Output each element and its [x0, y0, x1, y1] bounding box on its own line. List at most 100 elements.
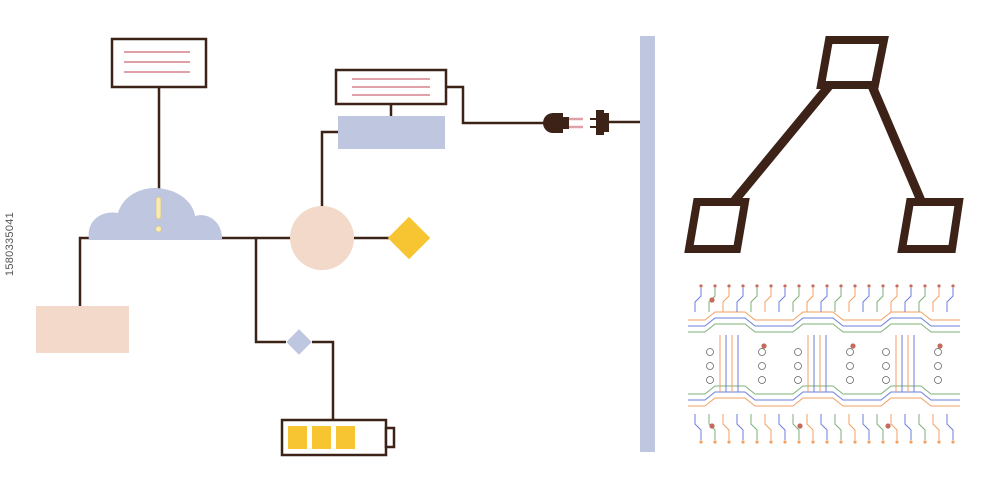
circuit-trace: [932, 288, 940, 312]
circuit-dot: [825, 284, 829, 288]
circuit-trace: [848, 414, 856, 440]
circuit-dot: [727, 440, 731, 444]
circuit-dot: [881, 440, 885, 444]
network-nodes-icon: [684, 36, 964, 253]
yellow-diamond: [387, 216, 431, 260]
circuit-trace: [876, 288, 884, 312]
circuit-dot: [853, 440, 857, 444]
circuit-dot: [839, 284, 843, 288]
circuit-dot: [923, 284, 927, 288]
circuit-trace: [792, 288, 800, 312]
circuit-pad: [706, 348, 714, 356]
circuit-trace: [688, 397, 960, 407]
circuit-trace: [932, 414, 940, 440]
note-card-left: [110, 37, 208, 89]
circuit-board-icon: [688, 284, 960, 444]
circuit-dot: [951, 440, 955, 444]
circuit-pad: [706, 376, 714, 384]
circuit-marker: [797, 423, 803, 429]
circuit-dot: [811, 284, 815, 288]
circuit-marker: [885, 423, 891, 429]
circuit-pad: [882, 348, 890, 356]
small-blue-diamond: [286, 329, 312, 355]
circuit-pad: [794, 348, 802, 356]
circuit-pad: [846, 376, 854, 384]
circle-to-blue-box-line: [320, 130, 338, 207]
circuit-trace: [834, 414, 842, 440]
circuit-trace: [890, 288, 898, 312]
battery-cell: [312, 426, 331, 449]
circuit-trace: [688, 311, 960, 321]
circuit-trace: [750, 288, 758, 312]
circuit-trace: [764, 288, 772, 312]
blue-box-center: [338, 116, 445, 149]
branch-to-battery-line: [254, 238, 286, 344]
circuit-dot: [769, 284, 773, 288]
circuit-trace: [694, 288, 702, 312]
circuit-trace: [736, 288, 744, 312]
circuit-trace: [806, 288, 814, 312]
note-to-plug-line: [446, 85, 553, 125]
circuit-pad: [882, 376, 890, 384]
circuit-trace: [890, 414, 898, 440]
circuit-pad: [794, 362, 802, 370]
battery-cell: [288, 426, 307, 449]
circuit-trace: [722, 414, 730, 440]
circuit-pad: [934, 348, 942, 356]
circuit-pad: [794, 376, 802, 384]
circuit-pad: [758, 348, 766, 356]
circuit-trace: [848, 288, 856, 312]
circuit-trace: [834, 288, 842, 312]
circuit-marker: [709, 423, 715, 429]
circuit-dot: [825, 440, 829, 444]
wall-divider: [640, 36, 655, 452]
circuit-dot: [713, 284, 717, 288]
battery-cell: [336, 426, 355, 449]
circuit-dot: [811, 440, 815, 444]
circuit-dot: [937, 440, 941, 444]
circuit-dot: [797, 284, 801, 288]
circuit-dot: [895, 440, 899, 444]
circuit-pad: [846, 348, 854, 356]
circuit-trace: [750, 414, 758, 440]
cloud-alert-icon: [88, 188, 223, 240]
circuit-trace: [904, 288, 912, 312]
circuit-pad: [934, 376, 942, 384]
circuit-trace: [918, 414, 926, 440]
circuit-trace: [688, 385, 960, 395]
circuit-marker: [761, 343, 767, 349]
small-diamond-to-battery-line: [312, 340, 335, 422]
circuit-dot: [909, 284, 913, 288]
circuit-dot: [937, 284, 941, 288]
circuit-dot: [699, 284, 703, 288]
circuit-trace: [694, 414, 702, 440]
circuit-trace: [778, 288, 786, 312]
circuit-trace: [820, 414, 828, 440]
circuit-dot: [839, 440, 843, 444]
circuit-marker: [850, 343, 856, 349]
circuit-dot: [895, 284, 899, 288]
circuit-trace: [862, 288, 870, 312]
circuit-trace: [946, 288, 954, 312]
circuit-dot: [769, 440, 773, 444]
circuit-marker: [937, 343, 943, 349]
plug-icon: [543, 113, 583, 133]
circuit-trace: [876, 414, 884, 440]
battery-icon: [280, 418, 396, 457]
circuit-trace: [918, 288, 926, 312]
peach-block-left: [36, 306, 129, 353]
circuit-trace: [778, 414, 786, 440]
circuit-dot: [741, 440, 745, 444]
circuit-trace: [806, 414, 814, 440]
circuit-dot: [727, 284, 731, 288]
circuit-dot: [741, 284, 745, 288]
circuit-trace: [820, 288, 828, 312]
socket-icon: [590, 110, 609, 135]
circuit-trace: [946, 414, 954, 440]
circuit-trace: [688, 391, 960, 401]
circuit-pad: [846, 362, 854, 370]
circuit-trace: [792, 414, 800, 440]
circuit-dot: [783, 440, 787, 444]
circuit-pad: [882, 362, 890, 370]
cloud-to-left-block-line: [78, 236, 92, 307]
